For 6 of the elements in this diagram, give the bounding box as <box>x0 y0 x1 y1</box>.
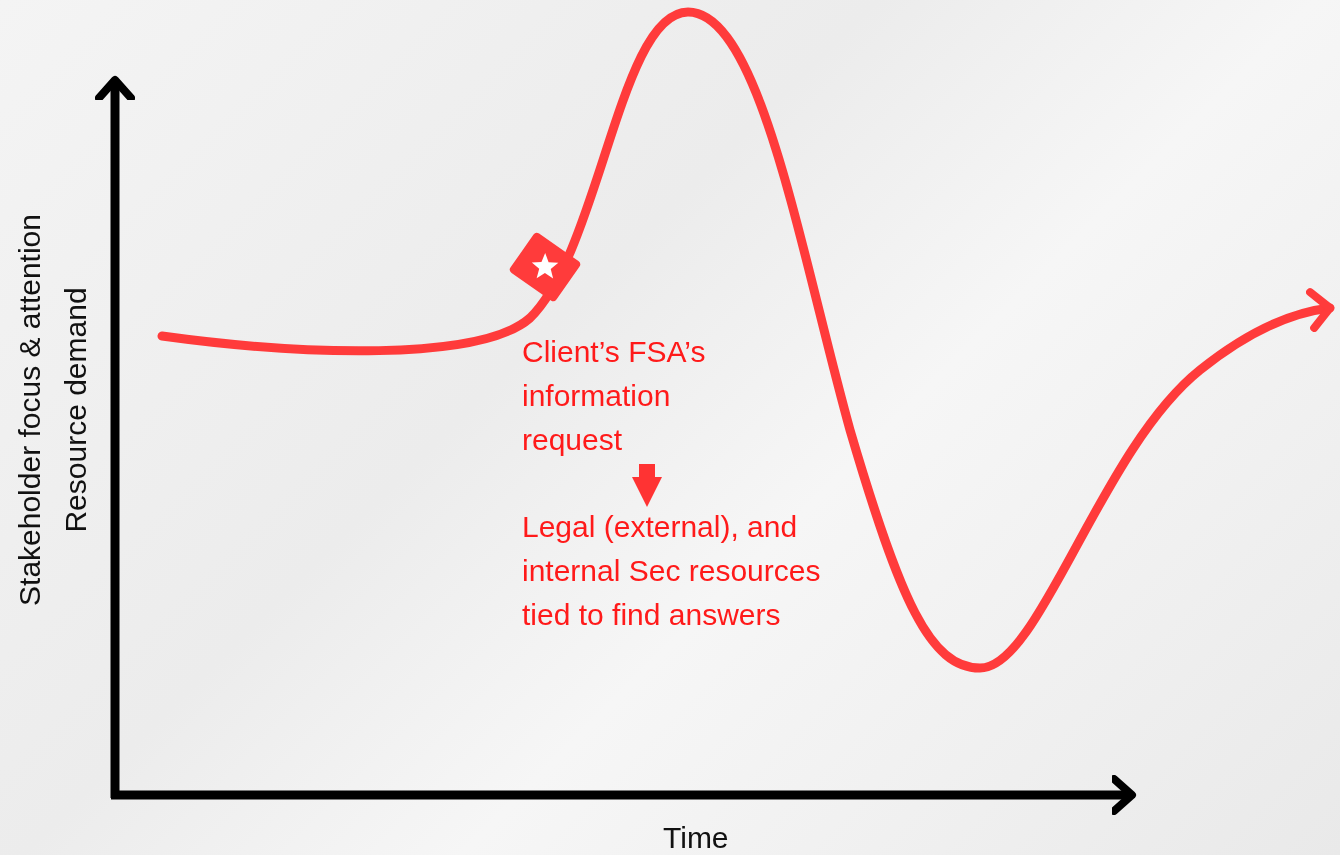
arrow <box>632 464 662 507</box>
axis-title: Stakeholder focus & attention <box>12 214 47 606</box>
axis-title: Resource demand <box>58 287 93 533</box>
annotation-text: Client’s FSA’s information request <box>522 330 772 462</box>
annotation-text: Legal (external), and internal Sec resources tied to find answers <box>522 505 822 637</box>
axis-title: Time <box>663 821 729 855</box>
